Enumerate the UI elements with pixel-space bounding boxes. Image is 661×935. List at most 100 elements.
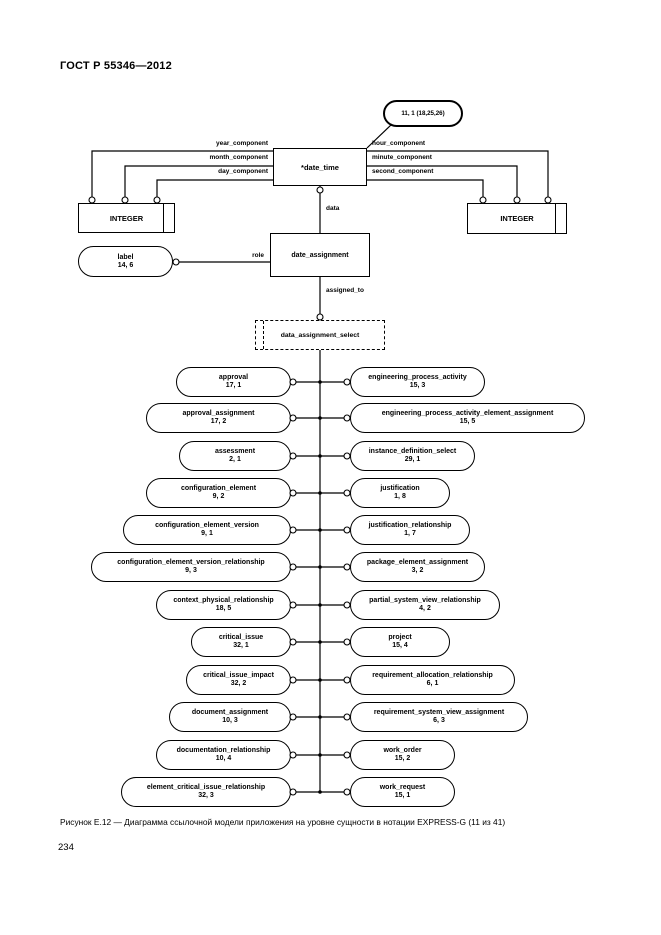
- entity-ref: 6, 3: [433, 717, 445, 724]
- entity-name: work_request: [379, 784, 426, 791]
- oval-critical-issue: critical_issue 32, 1: [191, 627, 291, 657]
- type-name: INTEGER: [109, 213, 144, 223]
- attr-label-month-component: month_component: [209, 154, 269, 161]
- entity-name: configuration_element: [180, 485, 257, 492]
- simple-type-bar: [162, 204, 164, 232]
- entity-name: label: [117, 253, 134, 261]
- entity-name: *date_time: [301, 162, 339, 172]
- attr-label-data: data: [326, 205, 340, 212]
- entity-ref: 32, 3: [198, 792, 214, 799]
- oval-assessment: assessment 2, 1: [179, 441, 291, 471]
- entity-ref: 2, 1: [229, 456, 241, 463]
- entity-ref: 1, 8: [394, 493, 406, 500]
- entity-name: documentation_relationship: [176, 747, 271, 754]
- oval-partial-system-view-relationship: partial_system_view_relationship 4, 2: [350, 590, 500, 620]
- entity-name: justification_relationship: [368, 522, 452, 529]
- entity-name: date_assignment: [291, 251, 349, 259]
- entity-name: package_element_assignment: [366, 559, 469, 566]
- oval-documentation-relationship: documentation_relationship 10, 4: [156, 740, 291, 770]
- entity-ref: 15, 3: [409, 382, 426, 389]
- oval-work-request: work_request 15, 1: [350, 777, 455, 807]
- oval-requirement-system-view-assignment: requirement_system_view_assignment 6, 3: [350, 702, 528, 732]
- oval-document-assignment: document_assignment 10, 3: [169, 702, 291, 732]
- entity-box-date-assignment: date_assignment: [270, 233, 370, 277]
- oval-critical-issue-impact: critical_issue_impact 32, 2: [186, 665, 291, 695]
- entity-name: document_assignment: [191, 709, 269, 716]
- entity-ref: 3, 2: [411, 567, 424, 574]
- attr-label-hour-component: hour_component: [372, 140, 426, 147]
- entity-ref: 18, 5: [215, 605, 232, 612]
- entity-ref: 15, 5: [459, 418, 476, 425]
- entity-ref: 10, 4: [215, 755, 232, 762]
- entity-name: context_physical_relationship: [173, 597, 274, 604]
- entity-ref: 15, 4: [392, 642, 408, 649]
- entity-name: justification: [380, 485, 420, 492]
- entity-ref: 29, 1: [404, 456, 421, 463]
- entity-ref: 32, 2: [230, 680, 247, 687]
- oval-configuration-element: configuration_element 9, 2: [146, 478, 291, 508]
- entity-name: requirement_system_view_assignment: [373, 709, 505, 716]
- page-number: 234: [58, 842, 74, 853]
- type-box-integer-right: INTEGER: [467, 203, 567, 234]
- oval-requirement-allocation-relationship: requirement_allocation_relationship 6, 1: [350, 665, 515, 695]
- entity-name: engineering_process_activity_element_ass…: [381, 410, 554, 417]
- entity-ref: 9, 3: [185, 567, 197, 574]
- attr-label-second-component: second_component: [372, 168, 434, 175]
- attr-label-minute-component: minute_component: [372, 154, 432, 161]
- attr-label-role: role: [252, 252, 264, 259]
- standard-number: ГОСТ Р 55346—2012: [60, 60, 172, 72]
- entity-ref: 14, 6: [117, 261, 134, 269]
- oval-engineering-process-activity: engineering_process_activity 15, 3: [350, 367, 485, 397]
- entity-name: element_critical_issue_relationship: [146, 784, 266, 791]
- entity-name: partial_system_view_relationship: [369, 597, 481, 604]
- entity-name: configuration_element_version_relationsh…: [117, 559, 265, 566]
- oval-context-physical-relationship: context_physical_relationship 18, 5: [156, 590, 291, 620]
- select-type-bar: [263, 321, 264, 349]
- entity-name: critical_issue_impact: [203, 672, 274, 679]
- entity-ref: 9, 1: [201, 530, 213, 537]
- entity-name: approval_assignment: [182, 410, 255, 417]
- type-name: INTEGER: [500, 214, 534, 223]
- oval-element-critical-issue-relationship: element_critical_issue_relationship 32, …: [121, 777, 291, 807]
- oval-instance-definition-select: instance_definition_select 29, 1: [350, 441, 475, 471]
- entity-name: engineering_process_activity: [368, 374, 467, 381]
- figure-caption: Рисунок Е.12 — Диаграмма ссылочной модел…: [60, 817, 506, 827]
- entity-ref: 4, 2: [419, 605, 431, 612]
- attr-label-day-component: day_component: [218, 168, 268, 175]
- oval-package-element-assignment: package_element_assignment 3, 2: [350, 552, 485, 582]
- entity-ref: 17, 2: [210, 418, 227, 425]
- entity-name: assessment: [214, 448, 256, 455]
- type-box-integer-left: INTEGER: [78, 203, 175, 233]
- oval-work-order: work_order 15, 2: [350, 740, 455, 770]
- select-box-data-assignment-select: data_assignment_select: [255, 320, 385, 350]
- oval-project: project 15, 4: [350, 627, 450, 657]
- oval-configuration-element-version-relationship: configuration_element_version_relationsh…: [91, 552, 291, 582]
- oval-engineering-process-activity-element-assignment: engineering_process_activity_element_ass…: [350, 403, 585, 433]
- oval-approval: approval 17, 1: [176, 367, 291, 397]
- entity-name: instance_definition_select: [368, 448, 457, 455]
- entity-name: project: [388, 634, 412, 641]
- entity-ref: 1, 7: [404, 530, 416, 537]
- oval-justification-relationship: justification_relationship 1, 7: [350, 515, 470, 545]
- entity-ref: 15, 2: [394, 755, 411, 762]
- oval-label: label 14, 6: [78, 246, 173, 277]
- page-reference-text: 11, 1 (18,25,26): [401, 110, 445, 117]
- attr-label-year-component: year_component: [215, 140, 268, 147]
- entity-name: requirement_allocation_relationship: [372, 672, 493, 679]
- page-reference-oval: 11, 1 (18,25,26): [383, 100, 463, 127]
- entity-name: configuration_element_version: [155, 522, 259, 529]
- simple-type-bar: [554, 204, 556, 233]
- oval-justification: justification 1, 8: [350, 478, 450, 508]
- entity-ref: 6, 1: [426, 680, 439, 687]
- select-name: data_assignment_select: [280, 331, 360, 339]
- entity-name: approval: [218, 374, 249, 381]
- attr-label-assigned-to: assigned_to: [326, 287, 364, 294]
- entity-ref: 17, 1: [225, 382, 242, 389]
- entity-ref: 15, 1: [394, 792, 411, 799]
- oval-approval-assignment: approval_assignment 17, 2: [146, 403, 291, 433]
- entity-name: critical_issue: [218, 634, 264, 641]
- entity-ref: 10, 3: [222, 717, 238, 724]
- entity-ref: 32, 1: [233, 642, 249, 649]
